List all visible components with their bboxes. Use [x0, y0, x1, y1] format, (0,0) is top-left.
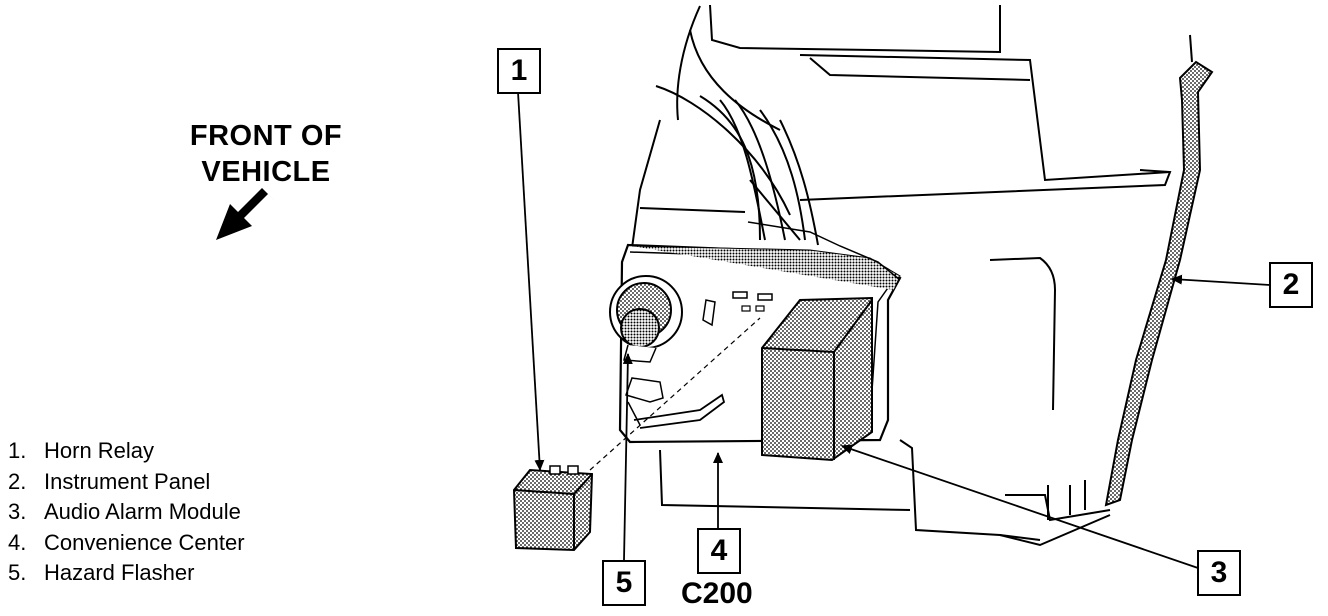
- legend-item: 2. Instrument Panel: [8, 467, 245, 498]
- front-of-line: FRONT OF: [189, 120, 343, 152]
- leader-1: [517, 91, 545, 471]
- front-of-vehicle-label: FRONT OF VEHICLE: [150, 118, 382, 190]
- legend-item: 1. Horn Relay: [8, 436, 245, 467]
- legend-number: 4.: [8, 529, 27, 555]
- component-legend: 1. Horn Relay 2. Instrument Panel 3. Audio …: [8, 436, 245, 589]
- audio-alarm-module: [761, 296, 873, 462]
- legend-number: 2.: [8, 468, 27, 494]
- instrument-panel-edge: [1104, 34, 1214, 507]
- legend-item: 5. Hazard Flasher: [8, 558, 245, 589]
- legend-label: Convenience Center: [44, 529, 245, 555]
- callout-4: 4: [697, 528, 741, 574]
- front-arrow: [216, 188, 274, 240]
- legend-number: 1.: [8, 438, 27, 463]
- vehicle-line: VEHICLE: [201, 156, 331, 188]
- legend-label: Horn Relay: [44, 438, 155, 463]
- legend-label: Instrument Panel: [44, 468, 211, 494]
- hazard-flasher-knob: [609, 275, 683, 363]
- legend-label: Hazard Flasher: [44, 560, 195, 585]
- leader-3: [841, 444, 1199, 569]
- legend-item: 3. Audio Alarm Module: [8, 497, 245, 528]
- callout-5: 5: [602, 560, 646, 606]
- callout-3: 3: [1197, 550, 1241, 596]
- leader-2: [1171, 274, 1271, 286]
- callout-1: 1: [497, 48, 541, 94]
- leader-5: [622, 353, 633, 561]
- legend-number: 3.: [8, 499, 27, 524]
- horn-relay: [512, 465, 594, 552]
- instrument-panel-structure: [631, 4, 1172, 547]
- legend-label: Audio Alarm Module: [44, 499, 241, 524]
- callout-2: 2: [1269, 262, 1313, 308]
- connector-code-label: C200: [681, 577, 753, 610]
- legend-item: 4. Convenience Center: [8, 528, 245, 559]
- legend-number: 5.: [8, 560, 27, 585]
- leader-lines: [517, 91, 1271, 569]
